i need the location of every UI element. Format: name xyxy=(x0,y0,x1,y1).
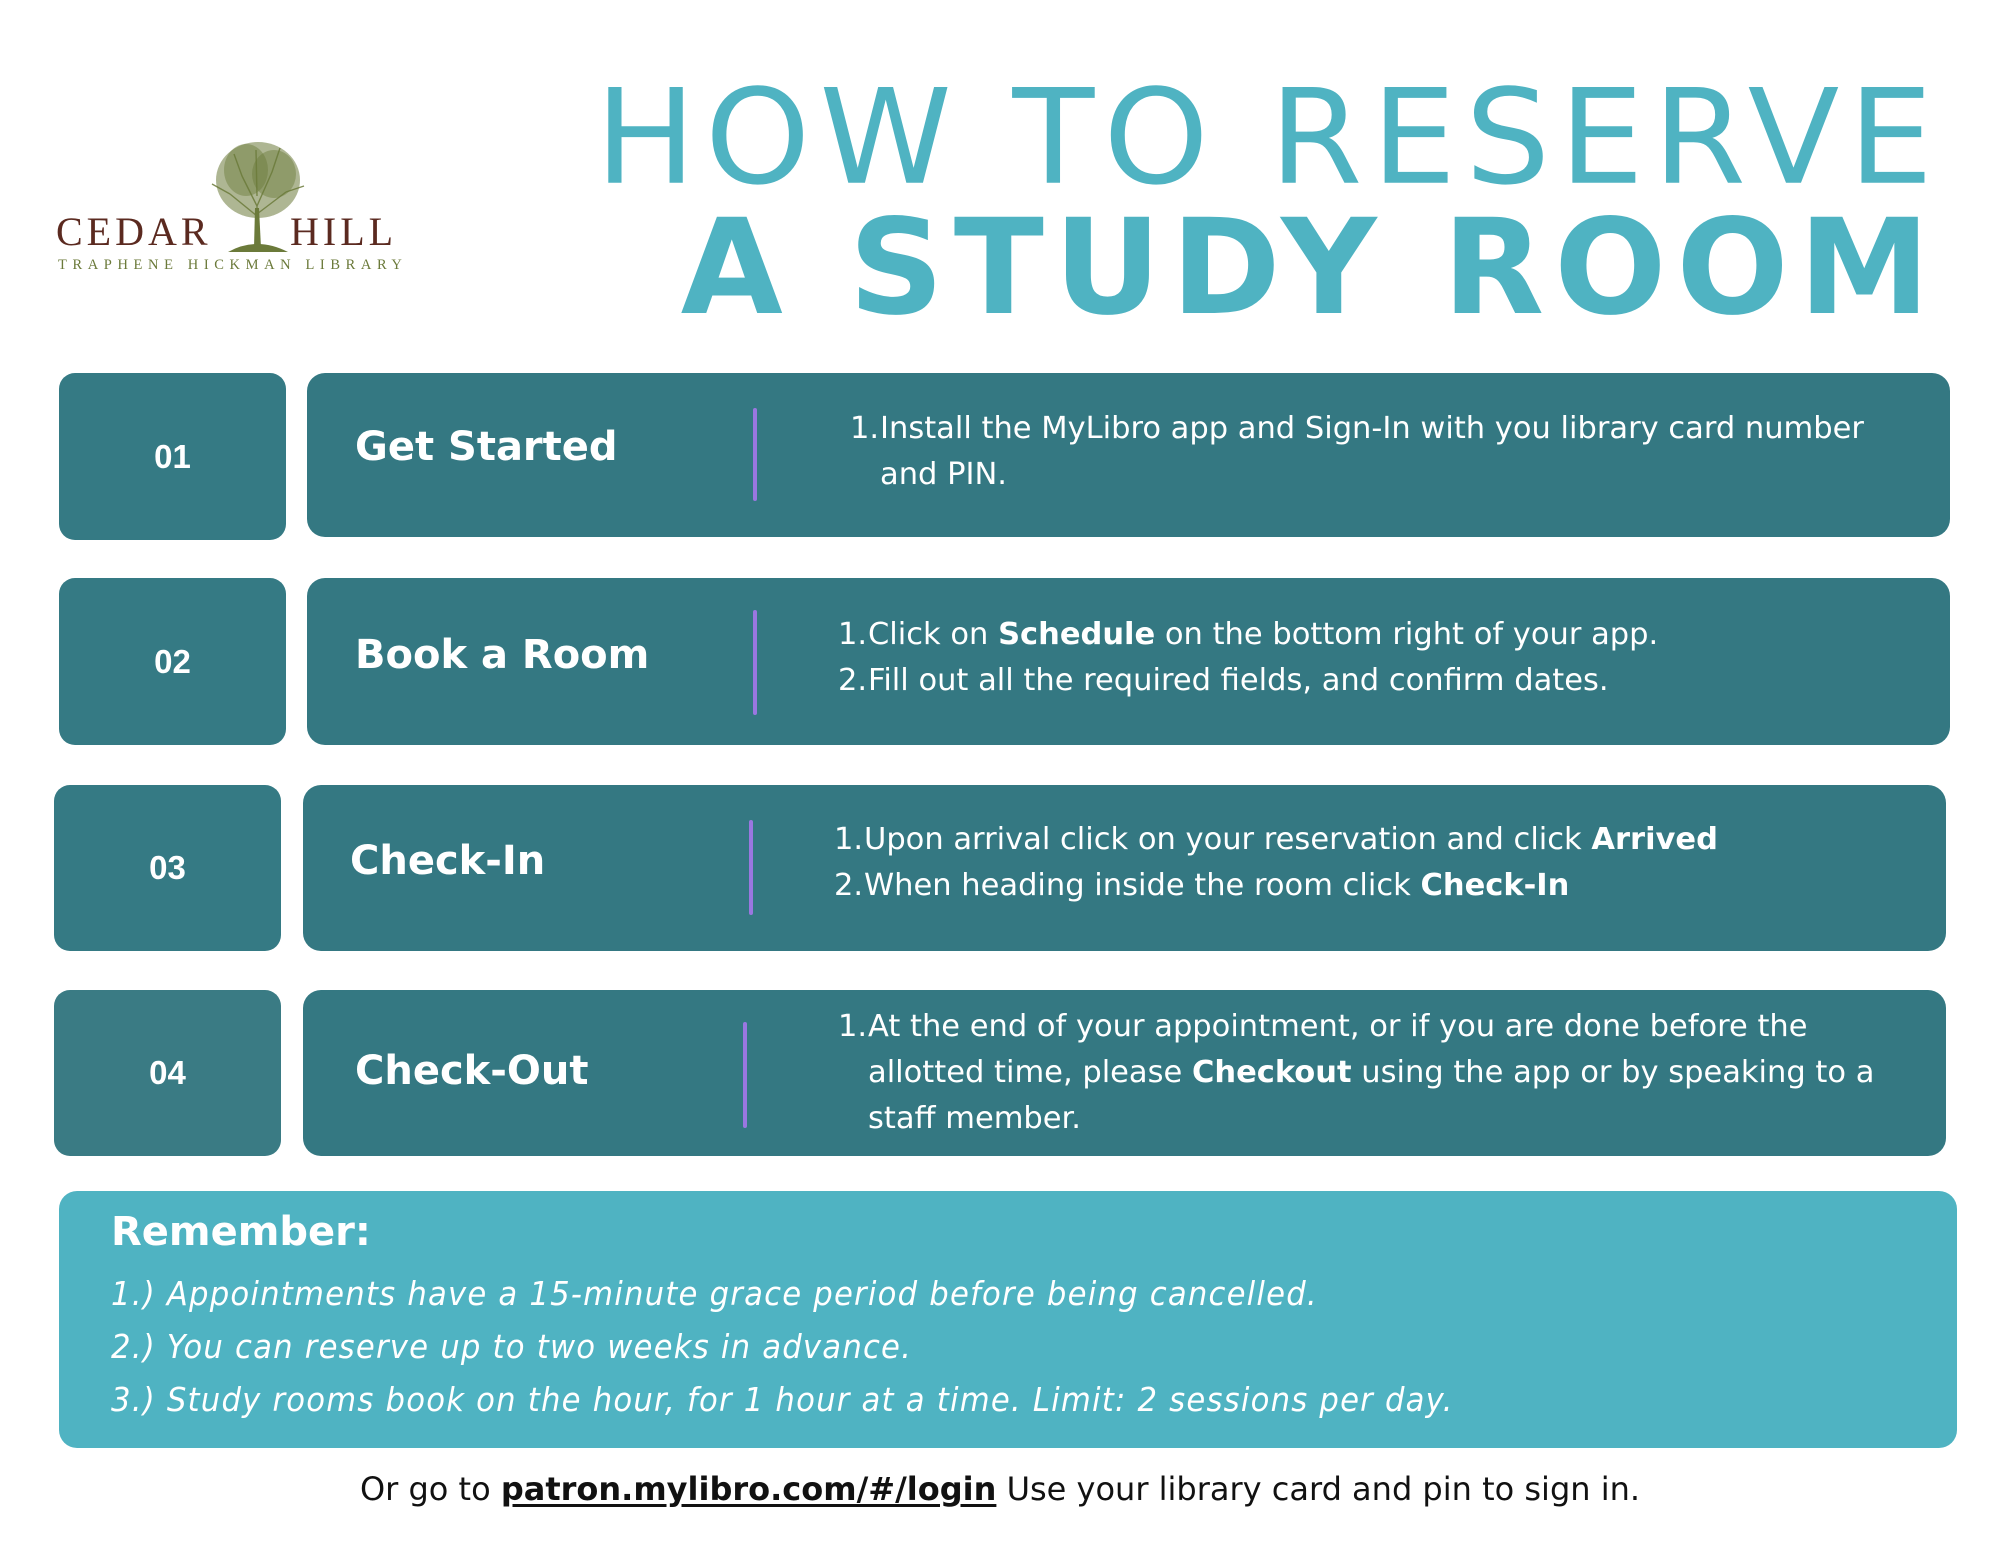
library-logo: CEDAR HILL TRAPHENE HICKMAN LIBRARY xyxy=(52,136,412,276)
instruction-number: 1. xyxy=(838,1009,868,1044)
instruction-text: Install the MyLibro app and Sign-In with… xyxy=(880,411,1864,492)
step-title: Get Started xyxy=(355,424,618,470)
remember-item: 3.) Study rooms book on the hour, for 1 … xyxy=(111,1380,1454,1419)
footer-suffix: Use your library card and pin to sign in… xyxy=(996,1470,1641,1508)
instruction-item: 2.Fill out all the required fields, and … xyxy=(838,658,1918,704)
instruction-item: 1.At the end of your appointment, or if … xyxy=(838,1004,1908,1142)
logo-wordmark-cedar: CEDAR xyxy=(56,209,212,254)
step-title: Book a Room xyxy=(355,632,650,678)
remember-item: 1.) Appointments have a 15-minute grace … xyxy=(111,1274,1318,1313)
step-card xyxy=(307,373,1950,537)
remember-item: 2.) You can reserve up to two weeks in a… xyxy=(111,1327,913,1366)
step-number-badge: 03 xyxy=(54,785,281,951)
step-instructions: 1.At the end of your appointment, or if … xyxy=(838,1004,1908,1142)
step-number-badge: 02 xyxy=(59,578,286,745)
step-card xyxy=(303,990,1946,1156)
page-title-line-2: A STUDY ROOM xyxy=(680,191,1940,345)
instruction-text: on the bottom right of your app. xyxy=(1155,617,1659,652)
step-instructions: 1.Install the MyLibro app and Sign-In wi… xyxy=(850,406,1910,498)
login-link[interactable]: patron.mylibro.com/#/login xyxy=(500,1470,997,1508)
page-title-line-1: HOW TO RESERVE xyxy=(595,61,1942,215)
step-divider xyxy=(743,1022,747,1128)
remember-list: 1.) Appointments have a 15-minute grace … xyxy=(111,1267,1555,1426)
step-divider xyxy=(749,820,753,915)
instruction-emphasis: Checkout xyxy=(1191,1055,1352,1090)
logo-wordmark-hill: HILL xyxy=(290,209,398,254)
instruction-text: Click on xyxy=(868,617,999,652)
step-instructions: 1.Upon arrival click on your reservation… xyxy=(834,817,1924,909)
step-number-badge: 04 xyxy=(54,990,281,1156)
step-title: Check-Out xyxy=(355,1048,589,1094)
footer-prefix: Or go to xyxy=(359,1470,501,1508)
logo-subtitle: TRAPHENE HICKMAN LIBRARY xyxy=(58,257,408,273)
instruction-text: using the app or by speaking to a staff … xyxy=(868,1055,1875,1136)
step-divider xyxy=(753,408,757,501)
instruction-item: 1.Upon arrival click on your reservation… xyxy=(834,817,1924,863)
instruction-text: Fill out all the required fields, and co… xyxy=(868,663,1609,698)
step-number-badge: 01 xyxy=(59,373,286,540)
step-title: Check-In xyxy=(350,838,546,884)
instruction-text: Upon arrival click on your reservation a… xyxy=(864,822,1592,857)
footer-instructions: Or go to patron.mylibro.com/#/login Use … xyxy=(0,1470,2000,1508)
instruction-text: At the end of your appointment, or if yo… xyxy=(868,1009,1808,1090)
instruction-number: 1. xyxy=(850,411,880,446)
instruction-item: 1.Click on Schedule on the bottom right … xyxy=(838,612,1918,658)
instruction-item: 2.When heading inside the room click Che… xyxy=(834,863,1924,909)
step-divider xyxy=(753,610,757,715)
instruction-text: When heading inside the room click xyxy=(864,868,1421,903)
tree-icon xyxy=(211,142,305,252)
instruction-emphasis: Check-In xyxy=(1420,868,1570,903)
instruction-item: 1.Install the MyLibro app and Sign-In wi… xyxy=(850,406,1910,498)
instruction-number: 2. xyxy=(834,868,864,903)
instruction-number: 2. xyxy=(838,663,868,698)
instruction-number: 1. xyxy=(838,617,868,652)
remember-box: Remember: 1.) Appointments have a 15-min… xyxy=(59,1191,1957,1448)
step-card xyxy=(303,785,1946,951)
instruction-emphasis: Schedule xyxy=(998,617,1156,652)
step-card xyxy=(307,578,1950,745)
remember-heading: Remember: xyxy=(111,1209,371,1255)
step-instructions: 1.Click on Schedule on the bottom right … xyxy=(838,612,1918,704)
instruction-emphasis: Arrived xyxy=(1591,822,1718,857)
instruction-number: 1. xyxy=(834,822,864,857)
